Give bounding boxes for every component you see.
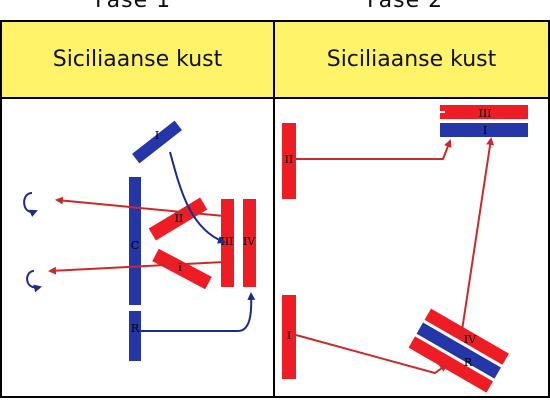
block-II-label: II	[175, 212, 184, 225]
block-I-top: I	[132, 120, 182, 164]
block-II: II	[148, 197, 208, 241]
grid-line-bottom	[0, 396, 550, 398]
block-III: III	[220, 199, 234, 287]
arrow-loop-bottom	[26, 270, 42, 293]
block-I-right-label: I	[287, 329, 291, 342]
arrow-R-to-IV	[141, 292, 256, 332]
block-III-I-stack: III I	[440, 105, 528, 137]
block-II-right-label: II	[285, 153, 294, 166]
arrow-III-to-left-top	[55, 196, 225, 217]
right-diagram: II III I I IV R	[282, 105, 528, 393]
block-I-right: I	[282, 295, 296, 379]
header-left: Siciliaanse kust	[2, 22, 273, 97]
left-diagram: I C II I III IV	[23, 120, 256, 361]
block-R-right-label: R	[464, 356, 473, 369]
block-IV-R-stack	[408, 308, 509, 393]
block-II-right: II	[282, 123, 296, 199]
panel-right: II III I I IV R	[275, 99, 548, 396]
block-IV-right-label: IV	[464, 333, 477, 346]
arrow-IV-to-I-stack	[460, 137, 495, 338]
grid-line-middle	[273, 20, 275, 398]
top-label-right: Fase 2	[367, 0, 444, 13]
block-III-right-label: III	[478, 107, 491, 120]
arrow-I-to-IV	[295, 334, 448, 375]
grid-line-header	[0, 97, 550, 99]
grid-line-top	[0, 20, 550, 22]
panel-left: I C II I III IV	[2, 99, 273, 396]
arrow-I-to-III	[169, 151, 226, 244]
block-C-label: C	[131, 239, 139, 252]
block-I-mid-label: I	[178, 261, 182, 274]
block-I-stack-label: I	[483, 124, 487, 137]
arrow-II-to-I-stack	[296, 139, 452, 160]
block-R-label: R	[131, 322, 140, 335]
top-label-left: Fase 1	[95, 0, 172, 13]
block-C: C	[129, 177, 141, 305]
arrow-I-to-left-bottom	[48, 261, 225, 275]
block-I-top-label: I	[155, 129, 159, 142]
block-I-mid: I	[152, 248, 212, 290]
arrow-loop-top	[23, 192, 38, 218]
top-strip: Fase 1 Fase 2	[0, 0, 550, 20]
block-IV-label: IV	[243, 235, 256, 248]
block-R: R	[129, 311, 141, 361]
header-right: Siciliaanse kust	[275, 22, 548, 97]
grid-line-right	[548, 20, 550, 398]
block-IV: IV	[243, 199, 256, 287]
grid-line-left	[0, 20, 2, 398]
